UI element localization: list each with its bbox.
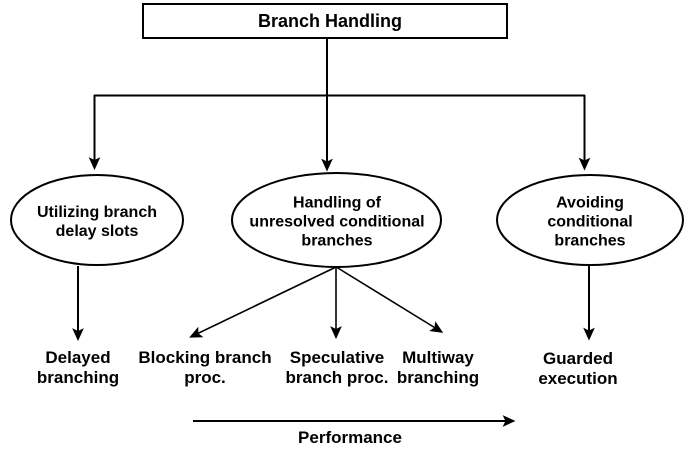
category-label-unresolved-conditional-branches: Handling of unresolved conditional branc…: [249, 194, 425, 249]
category-label-utilizing-branch-delay-slots: Utilizing branch delay slots: [37, 204, 157, 240]
category-ellipse-utilizing-branch-delay-slots: [10, 174, 184, 266]
root-label: Branch Handling: [257, 10, 403, 31]
connector-unresolved-to-multiway: [336, 266, 444, 333]
technique-label-guarded-execution: Guarded execution: [538, 349, 618, 388]
category-ellipse-avoiding-conditional-branches: [496, 174, 684, 266]
technique-label-speculative-branch-proc: Speculative branch proc.: [285, 348, 389, 387]
technique-label-blocking-branch-proc: Blocking branch proc.: [138, 348, 272, 387]
category-ellipse-unresolved-conditional-branches: [231, 172, 442, 268]
technique-label-multiway-branching: Multiway branching: [396, 348, 480, 387]
root-node-box: [142, 3, 508, 39]
connector-unresolved-to-blocking: [189, 266, 336, 338]
category-label-avoiding-conditional-branches: Avoiding conditional branches: [547, 194, 633, 249]
performance-label: Performance: [298, 428, 402, 447]
technique-label-delayed-branching: Delayed branching: [36, 348, 120, 387]
